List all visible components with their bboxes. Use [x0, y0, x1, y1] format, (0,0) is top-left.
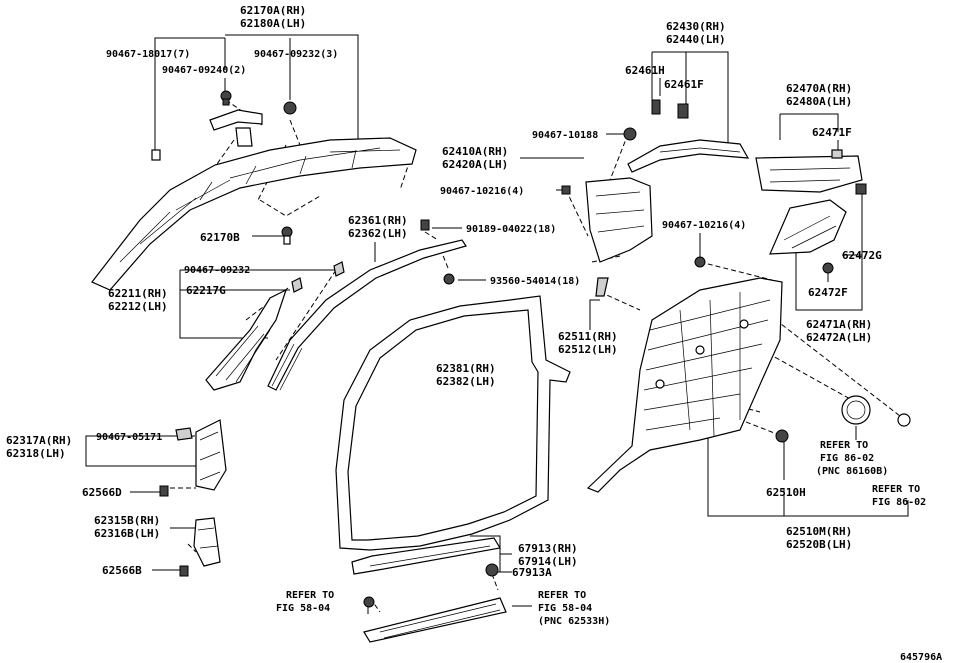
lower-scuff-panel: [363, 596, 507, 643]
label-ref86a-2: FIG 86-02: [820, 453, 874, 464]
clip-62472f: [822, 262, 834, 274]
clip-62511: [595, 277, 609, 297]
label-62511: 62511(RH): [558, 330, 618, 343]
label-62472f: 62472F: [808, 286, 848, 299]
leader-lines: [85, 34, 909, 614]
clips-62170a: [151, 90, 297, 161]
label-62217g: 62217G: [186, 284, 226, 297]
label-ref58b-2: FIG 58-04: [538, 603, 592, 614]
label-67913a: 67913A: [512, 566, 552, 579]
label-62512: 62512(LH): [558, 343, 618, 356]
quarter-trim-62471a: [769, 199, 847, 255]
clip-62510h: [775, 429, 789, 443]
weatherstrip-62381: [335, 295, 571, 551]
label-62180a: 62180A(LH): [240, 17, 306, 30]
label-62510h: 62510H: [766, 486, 806, 499]
clip-62566b: [179, 565, 189, 577]
label-90189: 90189-04022(18): [466, 224, 556, 235]
label-62318: 62318(LH): [6, 447, 66, 460]
label-62170b: 62170B: [200, 231, 240, 244]
scuff-plate-67913: [351, 537, 501, 575]
label-93560: 93560-54014(18): [490, 276, 580, 287]
label-90467-09232: 90467-09232: [184, 265, 250, 276]
label-62315b: 62315B(RH): [94, 514, 160, 527]
label-62472g: 62472G: [842, 249, 882, 262]
label-62461f: 62461F: [664, 78, 704, 91]
label-ref58b-3: (PNC 62533H): [538, 616, 610, 627]
screw-90189: [420, 219, 430, 231]
label-90467-10216-b: 90467-10216(4): [662, 220, 746, 231]
garnish-62470a: [755, 149, 863, 193]
screw-62170b: [281, 226, 293, 245]
label-ref86a-1: REFER TO: [820, 440, 868, 451]
label-ref58a-1: REFER TO: [286, 590, 334, 601]
clip-67913a: [485, 563, 499, 577]
label-62566d: 62566D: [82, 486, 122, 499]
label-ref86a-3: (PNC 86160B): [816, 466, 888, 477]
a-pillar-garnish-62170a: [91, 109, 417, 291]
clip-62472g: [855, 183, 867, 195]
labels: 62170A(RH) 62180A(LH) 90467-18017(7) 904…: [6, 4, 942, 663]
quarter-trim-62410a: [585, 177, 653, 263]
clip-90467-10216-right: [694, 256, 706, 268]
label-62470a: 62470A(RH): [786, 82, 852, 95]
label-90467-18017: 90467-18017(7): [106, 49, 190, 60]
label-90467-09232-3: 90467-09232(3): [254, 49, 338, 60]
label-62211: 62211(RH): [108, 287, 168, 300]
label-90467-05171: 90467-05171: [96, 432, 162, 443]
label-90467-09240: 90467-09240(2): [162, 65, 246, 76]
label-62471f: 62471F: [812, 126, 852, 139]
label-62430: 62430(RH): [666, 20, 726, 33]
label-62362: 62362(LH): [348, 227, 408, 240]
label-ref86b-1: REFER TO: [872, 484, 920, 495]
label-62212: 62212(LH): [108, 300, 168, 313]
label-67914: 67914(LH): [518, 555, 578, 568]
label-62382: 62382(LH): [436, 375, 496, 388]
cowl-trim-62317a: [175, 419, 227, 491]
label-62316b: 62316B(LH): [94, 527, 160, 540]
label-90467-10188: 90467-10188: [532, 130, 598, 141]
label-ref58a-2: FIG 58-04: [276, 603, 330, 614]
label-62471a: 62471A(RH): [806, 318, 872, 331]
speaker-86160b: [841, 395, 871, 425]
weatherstrip-62361: [267, 239, 467, 391]
label-90467-10216-a: 90467-10216(4): [440, 186, 524, 197]
trim-62315b: [193, 517, 221, 567]
label-62472a: 62472A(LH): [806, 331, 872, 344]
label-62520b: 62520B(LH): [786, 538, 852, 551]
drawing-number: 645796A: [900, 652, 942, 663]
clip-90467-10216-left: [561, 185, 571, 195]
clip-90467-10188: [623, 127, 637, 141]
label-62510m: 62510M(RH): [786, 525, 852, 538]
label-62480a: 62480A(LH): [786, 95, 852, 108]
label-62440: 62440(LH): [666, 33, 726, 46]
label-62566b: 62566B: [102, 564, 142, 577]
label-ref86b-2: FIG 86-02: [872, 497, 926, 508]
quarter-panel-62510m: [586, 277, 783, 493]
label-62410a: 62410A(RH): [442, 145, 508, 158]
roof-garnish-62430: [627, 99, 750, 173]
label-ref58b-1: REFER TO: [538, 590, 586, 601]
clip-right-86-02: [897, 413, 911, 427]
a-pillar-lower-62211: [205, 261, 345, 391]
label-62381: 62381(RH): [436, 362, 496, 375]
label-67913: 67913(RH): [518, 542, 578, 555]
screw-93560: [443, 273, 455, 285]
label-62170a: 62170A(RH): [240, 4, 306, 17]
label-62461h: 62461H: [625, 64, 665, 77]
clip-62566d: [159, 485, 169, 497]
label-62361: 62361(RH): [348, 214, 408, 227]
label-62420a: 62420A(LH): [442, 158, 508, 171]
label-62317a: 62317A(RH): [6, 434, 72, 447]
